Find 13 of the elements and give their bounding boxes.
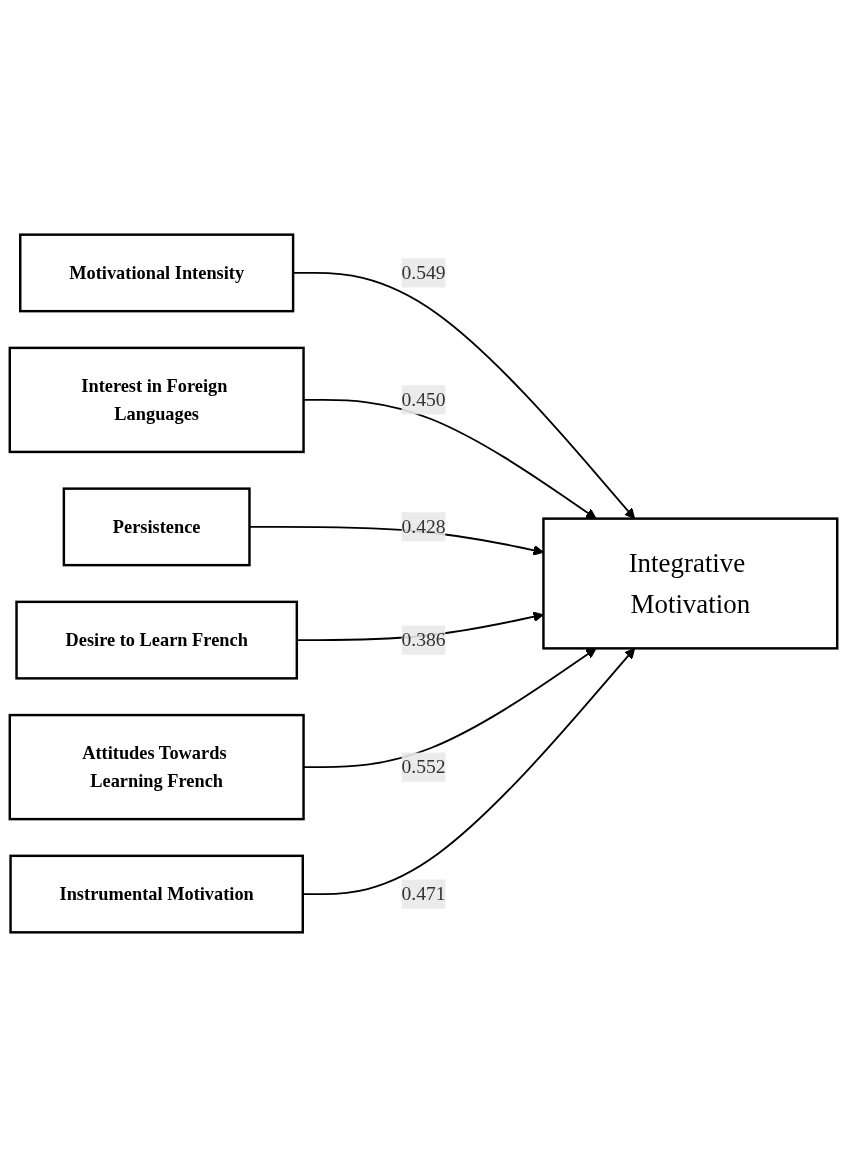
node-box: Persistence — [62, 487, 251, 567]
node-box: Motivational Intensity — [19, 233, 295, 313]
edge-label: 0.471 — [401, 883, 446, 904]
edge-label: 0.450 — [401, 388, 446, 410]
edge-label: 0.549 — [401, 261, 446, 283]
node-box: Integrative Motivation — [542, 517, 839, 650]
node-box: Attitudes Towards Learning French — [8, 713, 305, 821]
edge-label: 0.552 — [401, 756, 446, 777]
node-box: Desire to Learn French — [15, 600, 299, 680]
edge-label: 0.386 — [401, 629, 446, 650]
node-box: Interest in Foreign Languages — [8, 346, 305, 454]
node-box: Instrumental Motivation — [9, 854, 304, 934]
edge-label: 0.428 — [401, 515, 446, 537]
